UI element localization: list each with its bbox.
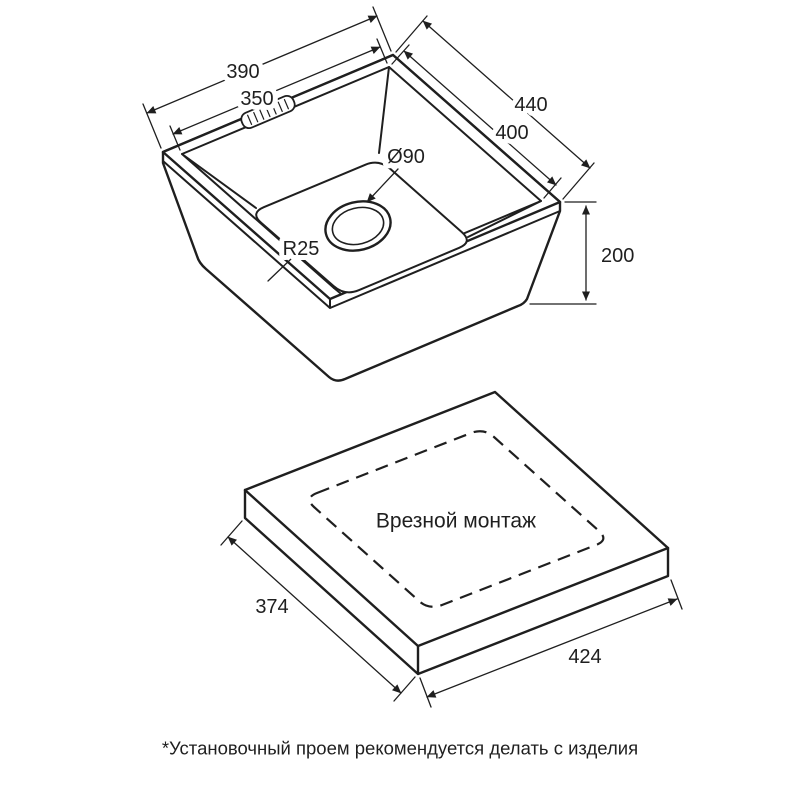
dim-drain-diameter: Ø90 bbox=[366, 141, 430, 203]
dim-200-label: 200 bbox=[601, 245, 634, 267]
dim-390-label: 390 bbox=[226, 61, 259, 83]
mounting-type-label: Врезной монтаж bbox=[376, 510, 536, 533]
sink-isometric-view: 390 350 440 400 200 Ø90 bbox=[142, 6, 639, 382]
dim-height: 200 bbox=[529, 201, 639, 305]
dim-400-label: 400 bbox=[495, 122, 528, 144]
drain-diameter-label: Ø90 bbox=[387, 146, 425, 168]
dim-inner-depth: 400 bbox=[391, 44, 562, 199]
dim-cutout-depth: 424 bbox=[419, 579, 683, 708]
countertop-cutout-view: Врезной монтаж 374 424 bbox=[220, 390, 683, 708]
footnote-text: *Установочный проем рекомендуется делать… bbox=[162, 738, 638, 759]
dim-350-label: 350 bbox=[240, 88, 273, 110]
dim-440-label: 440 bbox=[514, 94, 547, 116]
dim-corner-radius: R25 bbox=[267, 233, 324, 282]
drain-hole bbox=[324, 200, 392, 252]
corner-radius-label: R25 bbox=[283, 238, 320, 260]
dim-inner-width: 350 bbox=[169, 38, 388, 151]
countertop-thickness-edges bbox=[243, 488, 670, 676]
sink-bowl-wall-edges bbox=[181, 66, 542, 294]
dim-374-label: 374 bbox=[255, 596, 288, 618]
dim-cutout-width: 374 bbox=[220, 520, 416, 702]
dim-424-label: 424 bbox=[568, 646, 601, 668]
sink-rim-lip bbox=[162, 160, 561, 309]
